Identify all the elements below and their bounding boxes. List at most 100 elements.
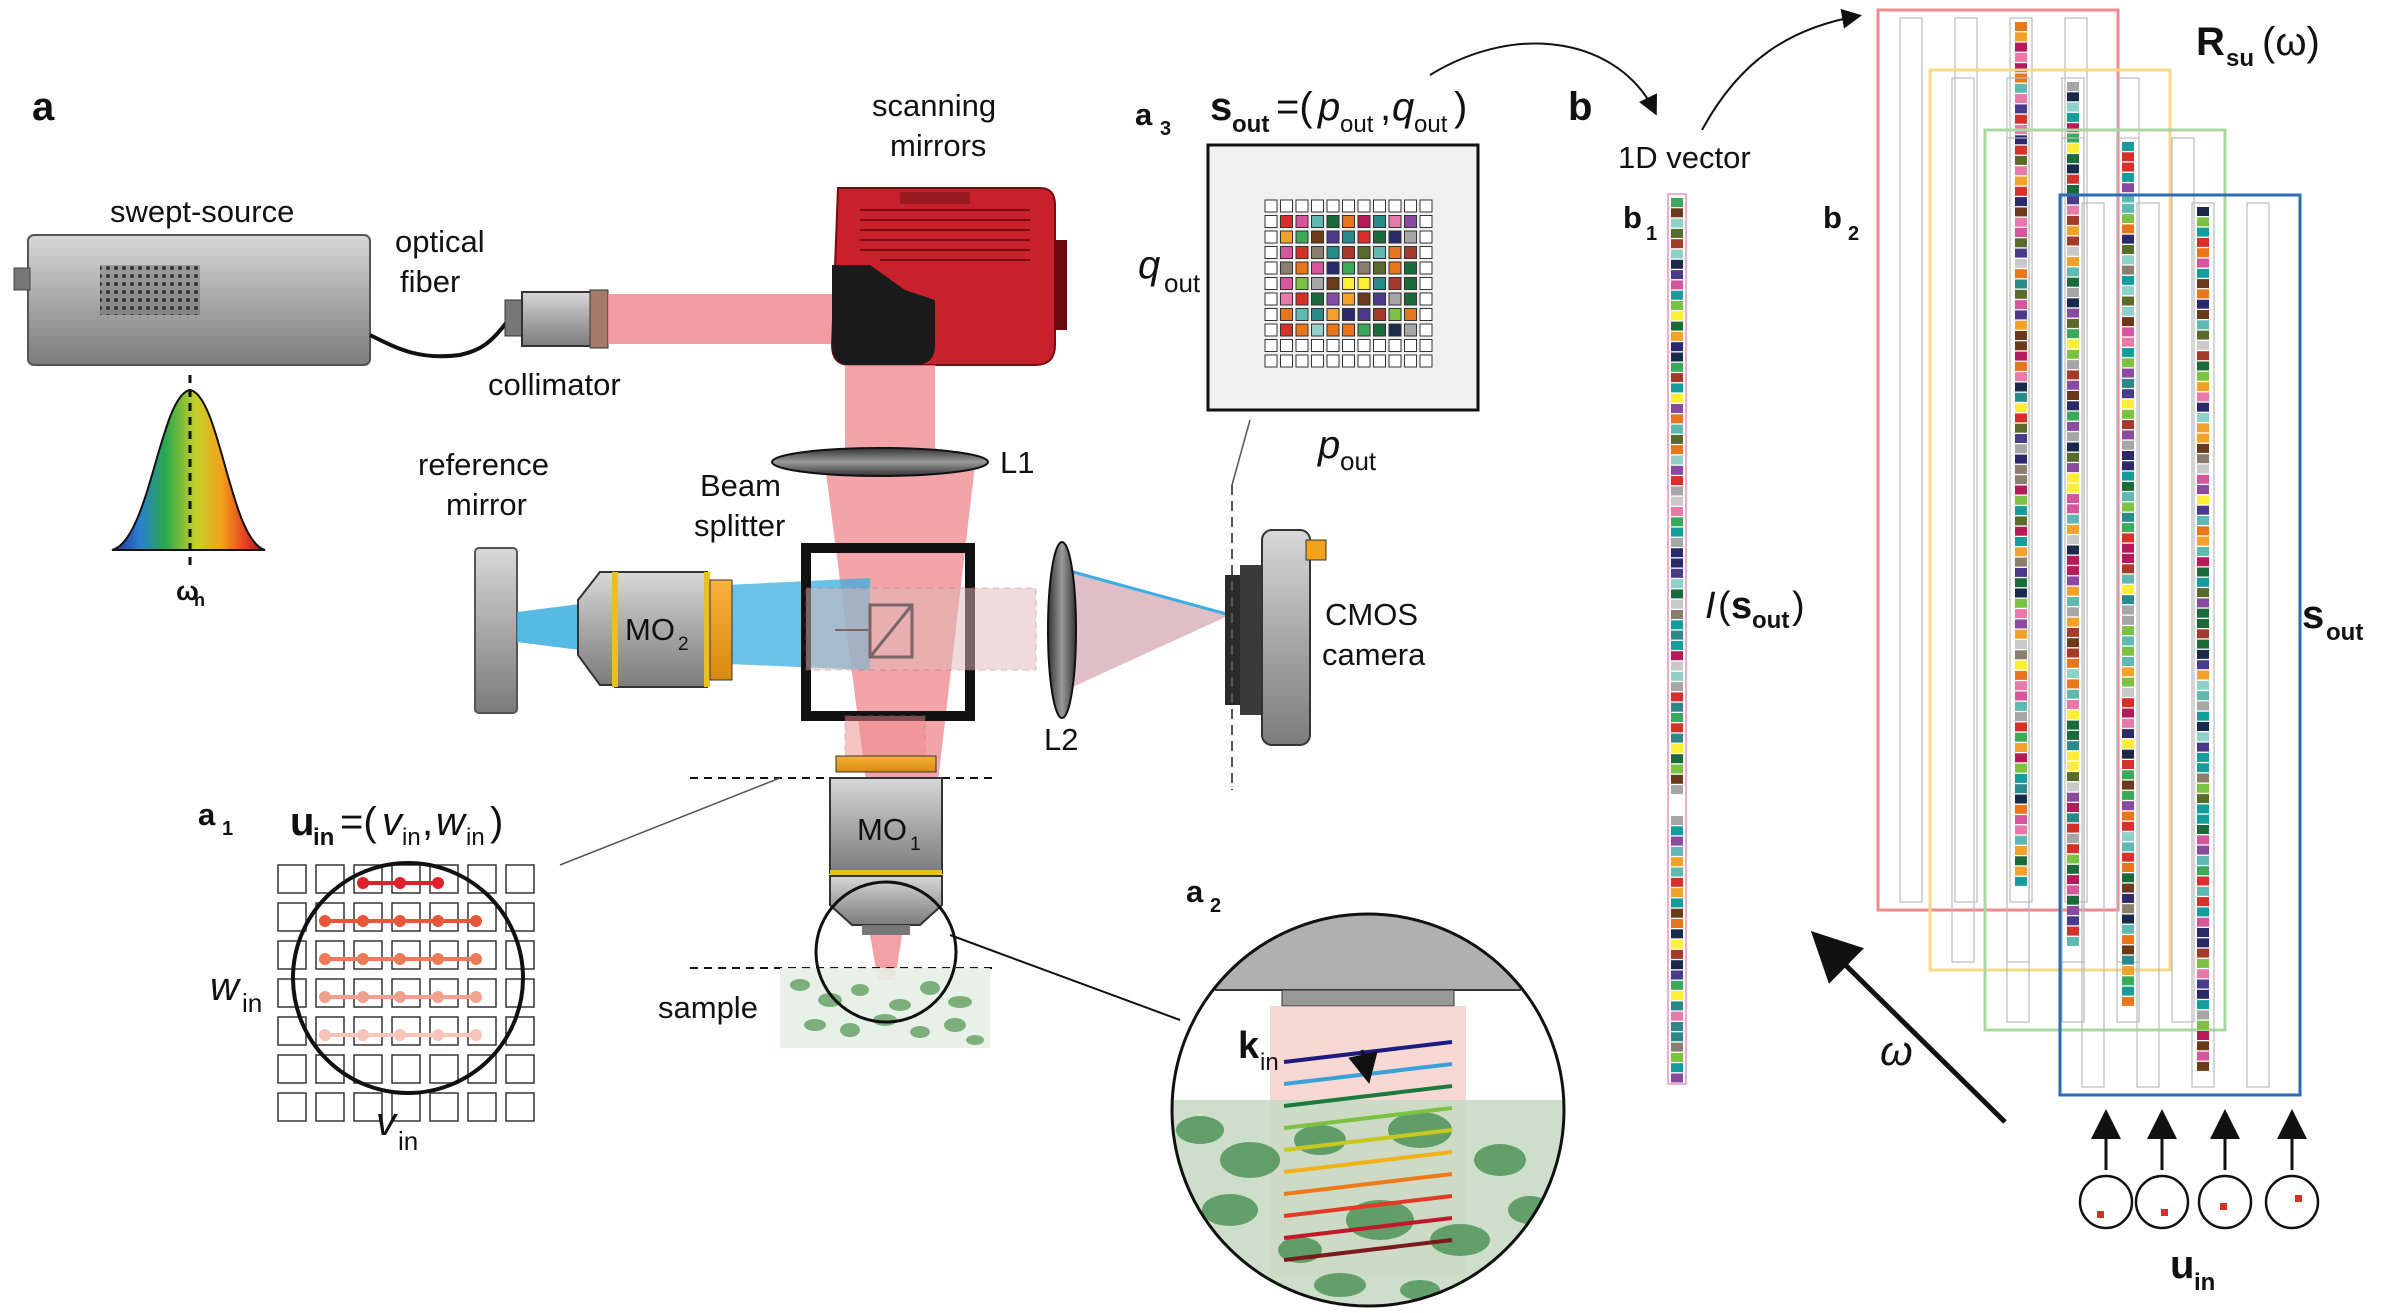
rsu-column-cell (2122, 286, 2134, 296)
rsu-column-cell (2122, 893, 2134, 903)
rsu-column-cell (2122, 687, 2134, 697)
rsu-column-cell (2197, 567, 2209, 577)
rsu-column-cell (2015, 52, 2027, 62)
rsu-column-cell (2197, 907, 2209, 917)
rsu-column-cell (2015, 537, 2027, 546)
rsu-column-cell (2015, 403, 2027, 413)
rsu-column-cell (2122, 564, 2134, 574)
rsu-column-frame (1954, 17, 1978, 903)
rsu-column-cell (2122, 523, 2134, 533)
rsu-column-cell (2122, 935, 2134, 945)
a3-pixel (1404, 354, 1417, 368)
a3-pixel (1373, 215, 1386, 228)
rsu-column-cell (2122, 667, 2134, 677)
rsu-column-cell (2015, 155, 2027, 165)
a3-pixel (1295, 354, 1309, 368)
a1-grid-cell (315, 902, 345, 932)
rsu-column-cell (2122, 945, 2134, 955)
rsu-column-cell (2197, 917, 2209, 927)
rsu-column-cell (2067, 143, 2079, 153)
b1-vector-cell (1671, 857, 1683, 867)
a1-grid-cell (315, 1092, 345, 1122)
rsu-column-cell (2197, 433, 2209, 443)
b1-vector-cell (1671, 393, 1683, 403)
k-in-wavefront-line (1283, 1106, 1453, 1130)
rsu-column-cell (2197, 237, 2209, 247)
rsu-column-cell (2197, 783, 2209, 793)
a3-pixel (1357, 246, 1371, 259)
rsu-column-cell (2122, 626, 2134, 636)
a1-grid-cell (429, 1054, 459, 1084)
rsu-column-cell (2015, 372, 2027, 382)
b1-vector-cell (1671, 445, 1683, 455)
a3-pixel (1280, 308, 1293, 321)
rsu-column-cell (2197, 660, 2209, 670)
rsu-column-frame (2171, 137, 2195, 1023)
b1-vector-cell (1671, 218, 1683, 228)
rsu-column-cell (2015, 320, 2027, 330)
rsu-column-cell (2122, 584, 2134, 594)
rsu-column-cell (2067, 535, 2079, 545)
i-sout-close: ) (1792, 585, 1805, 627)
rsu-column-cell (2197, 629, 2209, 639)
rsu-column-cell (2197, 258, 2209, 268)
a3-pixel (1311, 261, 1324, 275)
b2-s-out-label: s (2302, 593, 2324, 637)
rsu-column-cell (2015, 197, 2027, 207)
rsu-column-cell (2122, 914, 2134, 924)
a1-grid-cell (505, 864, 535, 894)
s-out-eq: =( (1276, 85, 1313, 129)
scanning-mirrors-label-1: scanning (872, 88, 996, 123)
a3-pixel (1342, 323, 1355, 337)
a3-pixel (1280, 215, 1293, 228)
rsu-column-frame (2191, 202, 2215, 1088)
b1-vector-cell (1671, 723, 1683, 733)
a3-pixel (1326, 230, 1340, 244)
a3-pixel (1373, 292, 1386, 306)
a3-pixel (1373, 230, 1386, 244)
a1-scan-point (394, 1029, 406, 1041)
rsu-column-cell (2015, 547, 2027, 557)
a1-scan-point (394, 915, 406, 927)
a3-pixel (1404, 292, 1417, 306)
a3-pixel (1357, 199, 1371, 213)
rsu-column-cell (2197, 495, 2209, 505)
b1-vector-cell (1671, 568, 1683, 578)
rsu-column-cell (2122, 245, 2134, 254)
rsu-column-cell (2067, 617, 2079, 627)
rsu-column-cell (2197, 670, 2209, 680)
rsu-column-frame (2116, 137, 2140, 1023)
l1-label: L1 (1000, 445, 1034, 480)
a1-grid-cell (467, 1092, 497, 1122)
b1-vector-cell (1671, 414, 1683, 424)
b1-vector-cell (1671, 702, 1683, 712)
rsu-column-cell (2067, 473, 2079, 483)
rsu-column-cell (2067, 329, 2079, 339)
rsu-column-cell (2197, 804, 2209, 814)
rsu-column-cell (2122, 471, 2134, 481)
b1-vector-cell (1671, 970, 1683, 980)
rsu-column-cell (2015, 650, 2027, 660)
b1-vector-cell (1671, 754, 1683, 764)
rsu-column-frame (2246, 202, 2270, 1088)
rsu-column-cell (2015, 114, 2027, 124)
rsu-column-cell (2122, 461, 2134, 471)
b1-vector-cell (1671, 620, 1683, 630)
laser-beam-horizontal (608, 294, 838, 344)
a3-pixel (1311, 215, 1324, 228)
omega-label: ω (1880, 1027, 1913, 1074)
s-out-close: ) (1454, 85, 1467, 129)
a3-pixel (1388, 261, 1402, 275)
rsu-column-cell (2122, 358, 2134, 368)
rsu-column-cell (2197, 516, 2209, 525)
b1-vector-cell (1671, 208, 1683, 218)
rsu-column-cell (2015, 815, 2027, 825)
a3-pixel (1419, 308, 1433, 321)
b1-vector-cell (1671, 548, 1683, 558)
rsu-column-cell (2122, 152, 2134, 162)
a3-pixel (1280, 246, 1293, 259)
rsu-column-cell (2122, 595, 2134, 605)
rsu-column-cell (2197, 299, 2209, 309)
rsu-column-cell (2067, 823, 2079, 833)
a3-pixel (1326, 292, 1340, 306)
